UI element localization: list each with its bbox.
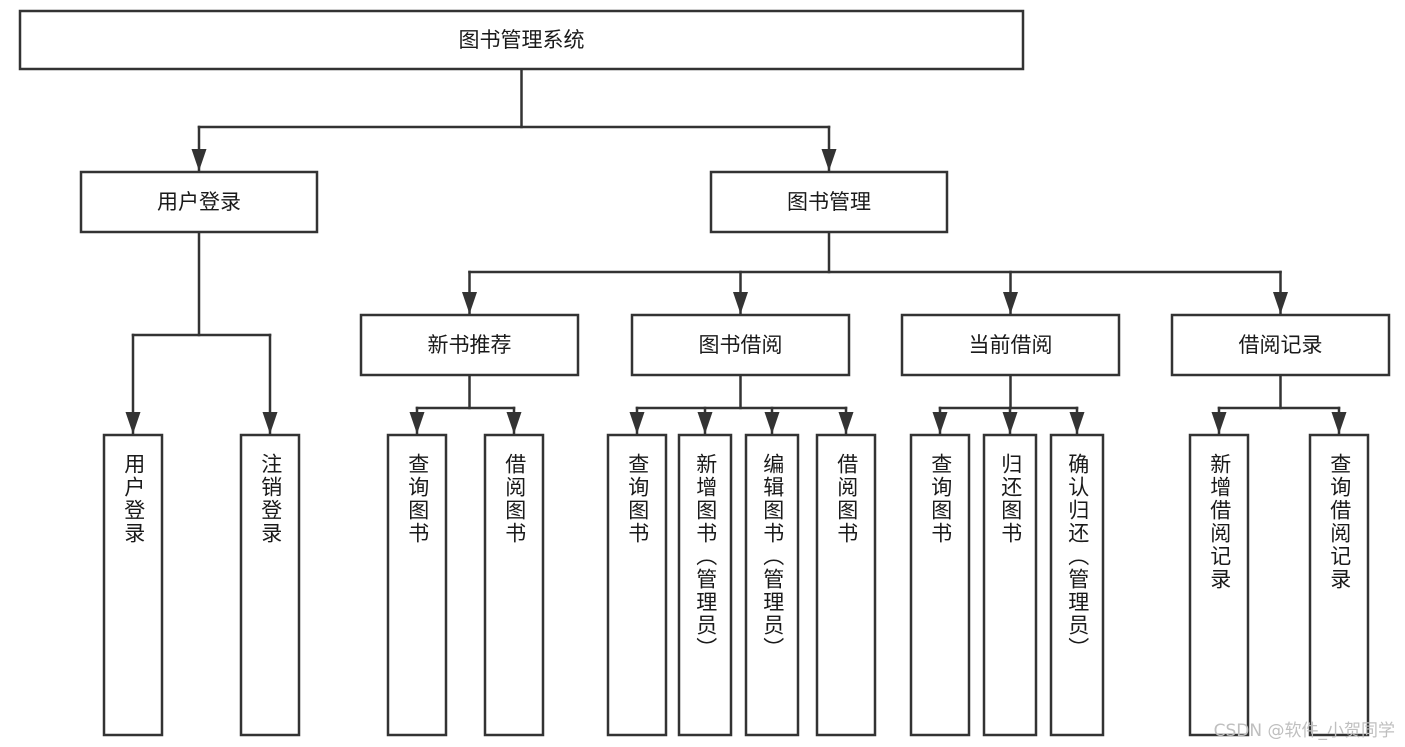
current-borrow-to-leaves-arrow-1 xyxy=(1002,412,1018,434)
leaf-return-book-box[interactable] xyxy=(982,433,1038,737)
bookmanage-to-level3-arrow-1 xyxy=(733,292,748,314)
node-root[interactable]: 图书管理系统 xyxy=(18,9,1025,71)
current-borrow-to-leaves-arrow-2 xyxy=(1069,412,1085,434)
node-new-book-recommend-box[interactable] xyxy=(359,313,580,377)
node-new-book-recommend-label: 新书推荐 xyxy=(428,333,512,357)
leaf-node[interactable] xyxy=(677,433,733,737)
node-current-borrow-label: 当前借阅 xyxy=(969,333,1053,357)
leaf-query-book-1-box[interactable] xyxy=(386,433,448,737)
node-borrow-record[interactable]: 借阅记录 xyxy=(1170,313,1391,377)
leaf-borrow-book-1-label: 借阅图书 xyxy=(502,453,527,545)
leaf-user-logout-box[interactable] xyxy=(239,433,301,737)
node-root-label: 图书管理系统 xyxy=(459,28,585,52)
node-book-borrow-box[interactable] xyxy=(630,313,851,377)
node-book-manage[interactable]: 图书管理 xyxy=(709,170,949,234)
bookmanage-to-level3-arrow-2 xyxy=(1003,292,1018,314)
leaf-query-book-1-label: 查询图书 xyxy=(405,453,430,545)
node-borrow-record-label: 借阅记录 xyxy=(1239,333,1323,357)
leaf-borrow-book-2-box[interactable] xyxy=(815,433,877,737)
leaf-confirm-return-box[interactable] xyxy=(1049,433,1105,737)
leaf-query-record-box[interactable] xyxy=(1308,433,1370,737)
leaf-query-record-label: 查询借阅记录 xyxy=(1327,453,1352,591)
node-book-borrow[interactable]: 图书借阅 xyxy=(630,313,851,377)
book-borrow-to-leaves-arrow-2 xyxy=(764,412,780,434)
node-current-borrow-box[interactable] xyxy=(900,313,1121,377)
root-to-level2-arrow-0 xyxy=(191,149,207,171)
book-borrow-to-leaves-arrow-1 xyxy=(697,412,713,434)
leaf-query-book-2-box[interactable] xyxy=(606,433,668,737)
borrow-record-to-leaves-arrow-0 xyxy=(1211,412,1227,434)
leaf-edit-book-box[interactable] xyxy=(744,433,800,737)
current-borrow-to-leaves-arrow-0 xyxy=(932,412,948,434)
leaf-node[interactable] xyxy=(386,433,448,737)
node-book-manage-label: 图书管理 xyxy=(787,190,871,214)
leaf-user-logout-label: 注销登录 xyxy=(258,453,283,545)
node-book-borrow-label: 图书借阅 xyxy=(699,333,783,357)
csdn-watermark: CSDN @软件_小贺同学 xyxy=(1213,721,1395,741)
node-user-login-label: 用户登录 xyxy=(157,190,241,214)
node-user-login[interactable]: 用户登录 xyxy=(79,170,319,234)
leaf-node[interactable] xyxy=(744,433,800,737)
userlogin-to-leaves-arrow-0 xyxy=(125,412,141,434)
leaf-query-book-2-label: 查询图书 xyxy=(625,453,650,545)
leaf-add-book-box[interactable] xyxy=(677,433,733,737)
leaf-node[interactable] xyxy=(1188,433,1250,737)
bookmanage-to-level3-arrow-3 xyxy=(1273,292,1288,314)
leaf-user-login-label: 用户登录 xyxy=(121,453,146,545)
leaf-user-login-box[interactable] xyxy=(102,433,164,737)
leaf-add-book-label: 新增图书（管理员） xyxy=(693,453,718,660)
leaf-node[interactable] xyxy=(102,433,164,737)
node-book-manage-box[interactable] xyxy=(709,170,949,234)
leaf-borrow-book-2-label: 借阅图书 xyxy=(834,453,859,545)
leaf-node[interactable] xyxy=(1049,433,1105,737)
book-borrow-to-leaves-arrow-0 xyxy=(629,412,645,434)
leaf-add-record-box[interactable] xyxy=(1188,433,1250,737)
userlogin-to-leaves-arrow-1 xyxy=(262,412,278,434)
leaf-edit-book-label: 编辑图书（管理员） xyxy=(760,453,785,660)
leaf-node[interactable] xyxy=(1308,433,1370,737)
node-borrow-record-box[interactable] xyxy=(1170,313,1391,377)
leaf-node[interactable] xyxy=(239,433,301,737)
leaf-confirm-return-label: 确认归还（管理员） xyxy=(1065,453,1090,660)
connectors-layer xyxy=(125,67,1347,436)
leaf-node[interactable] xyxy=(606,433,668,737)
bookmanage-to-level3-arrow-0 xyxy=(462,292,477,314)
node-root-box[interactable] xyxy=(18,9,1025,71)
new-book-recommend-to-leaves-arrow-0 xyxy=(409,412,425,434)
root-to-level2-arrow-1 xyxy=(821,149,837,171)
leaf-query-book-3-label: 查询图书 xyxy=(928,453,953,545)
leaf-node[interactable] xyxy=(982,433,1038,737)
borrow-record-to-leaves-arrow-1 xyxy=(1331,412,1347,434)
node-current-borrow[interactable]: 当前借阅 xyxy=(900,313,1121,377)
leaf-return-book-label: 归还图书 xyxy=(998,453,1023,545)
book-borrow-to-leaves-arrow-3 xyxy=(838,412,854,434)
node-user-login-box[interactable] xyxy=(79,170,319,234)
leaf-query-book-3-box[interactable] xyxy=(909,433,971,737)
node-new-book-recommend[interactable]: 新书推荐 xyxy=(359,313,580,377)
new-book-recommend-to-leaves-arrow-1 xyxy=(506,412,522,434)
leaf-node[interactable] xyxy=(815,433,877,737)
leaf-node[interactable] xyxy=(909,433,971,737)
leaf-add-record-label: 新增借阅记录 xyxy=(1207,453,1232,591)
leaf-node[interactable] xyxy=(483,433,545,737)
leaf-borrow-book-1-box[interactable] xyxy=(483,433,545,737)
